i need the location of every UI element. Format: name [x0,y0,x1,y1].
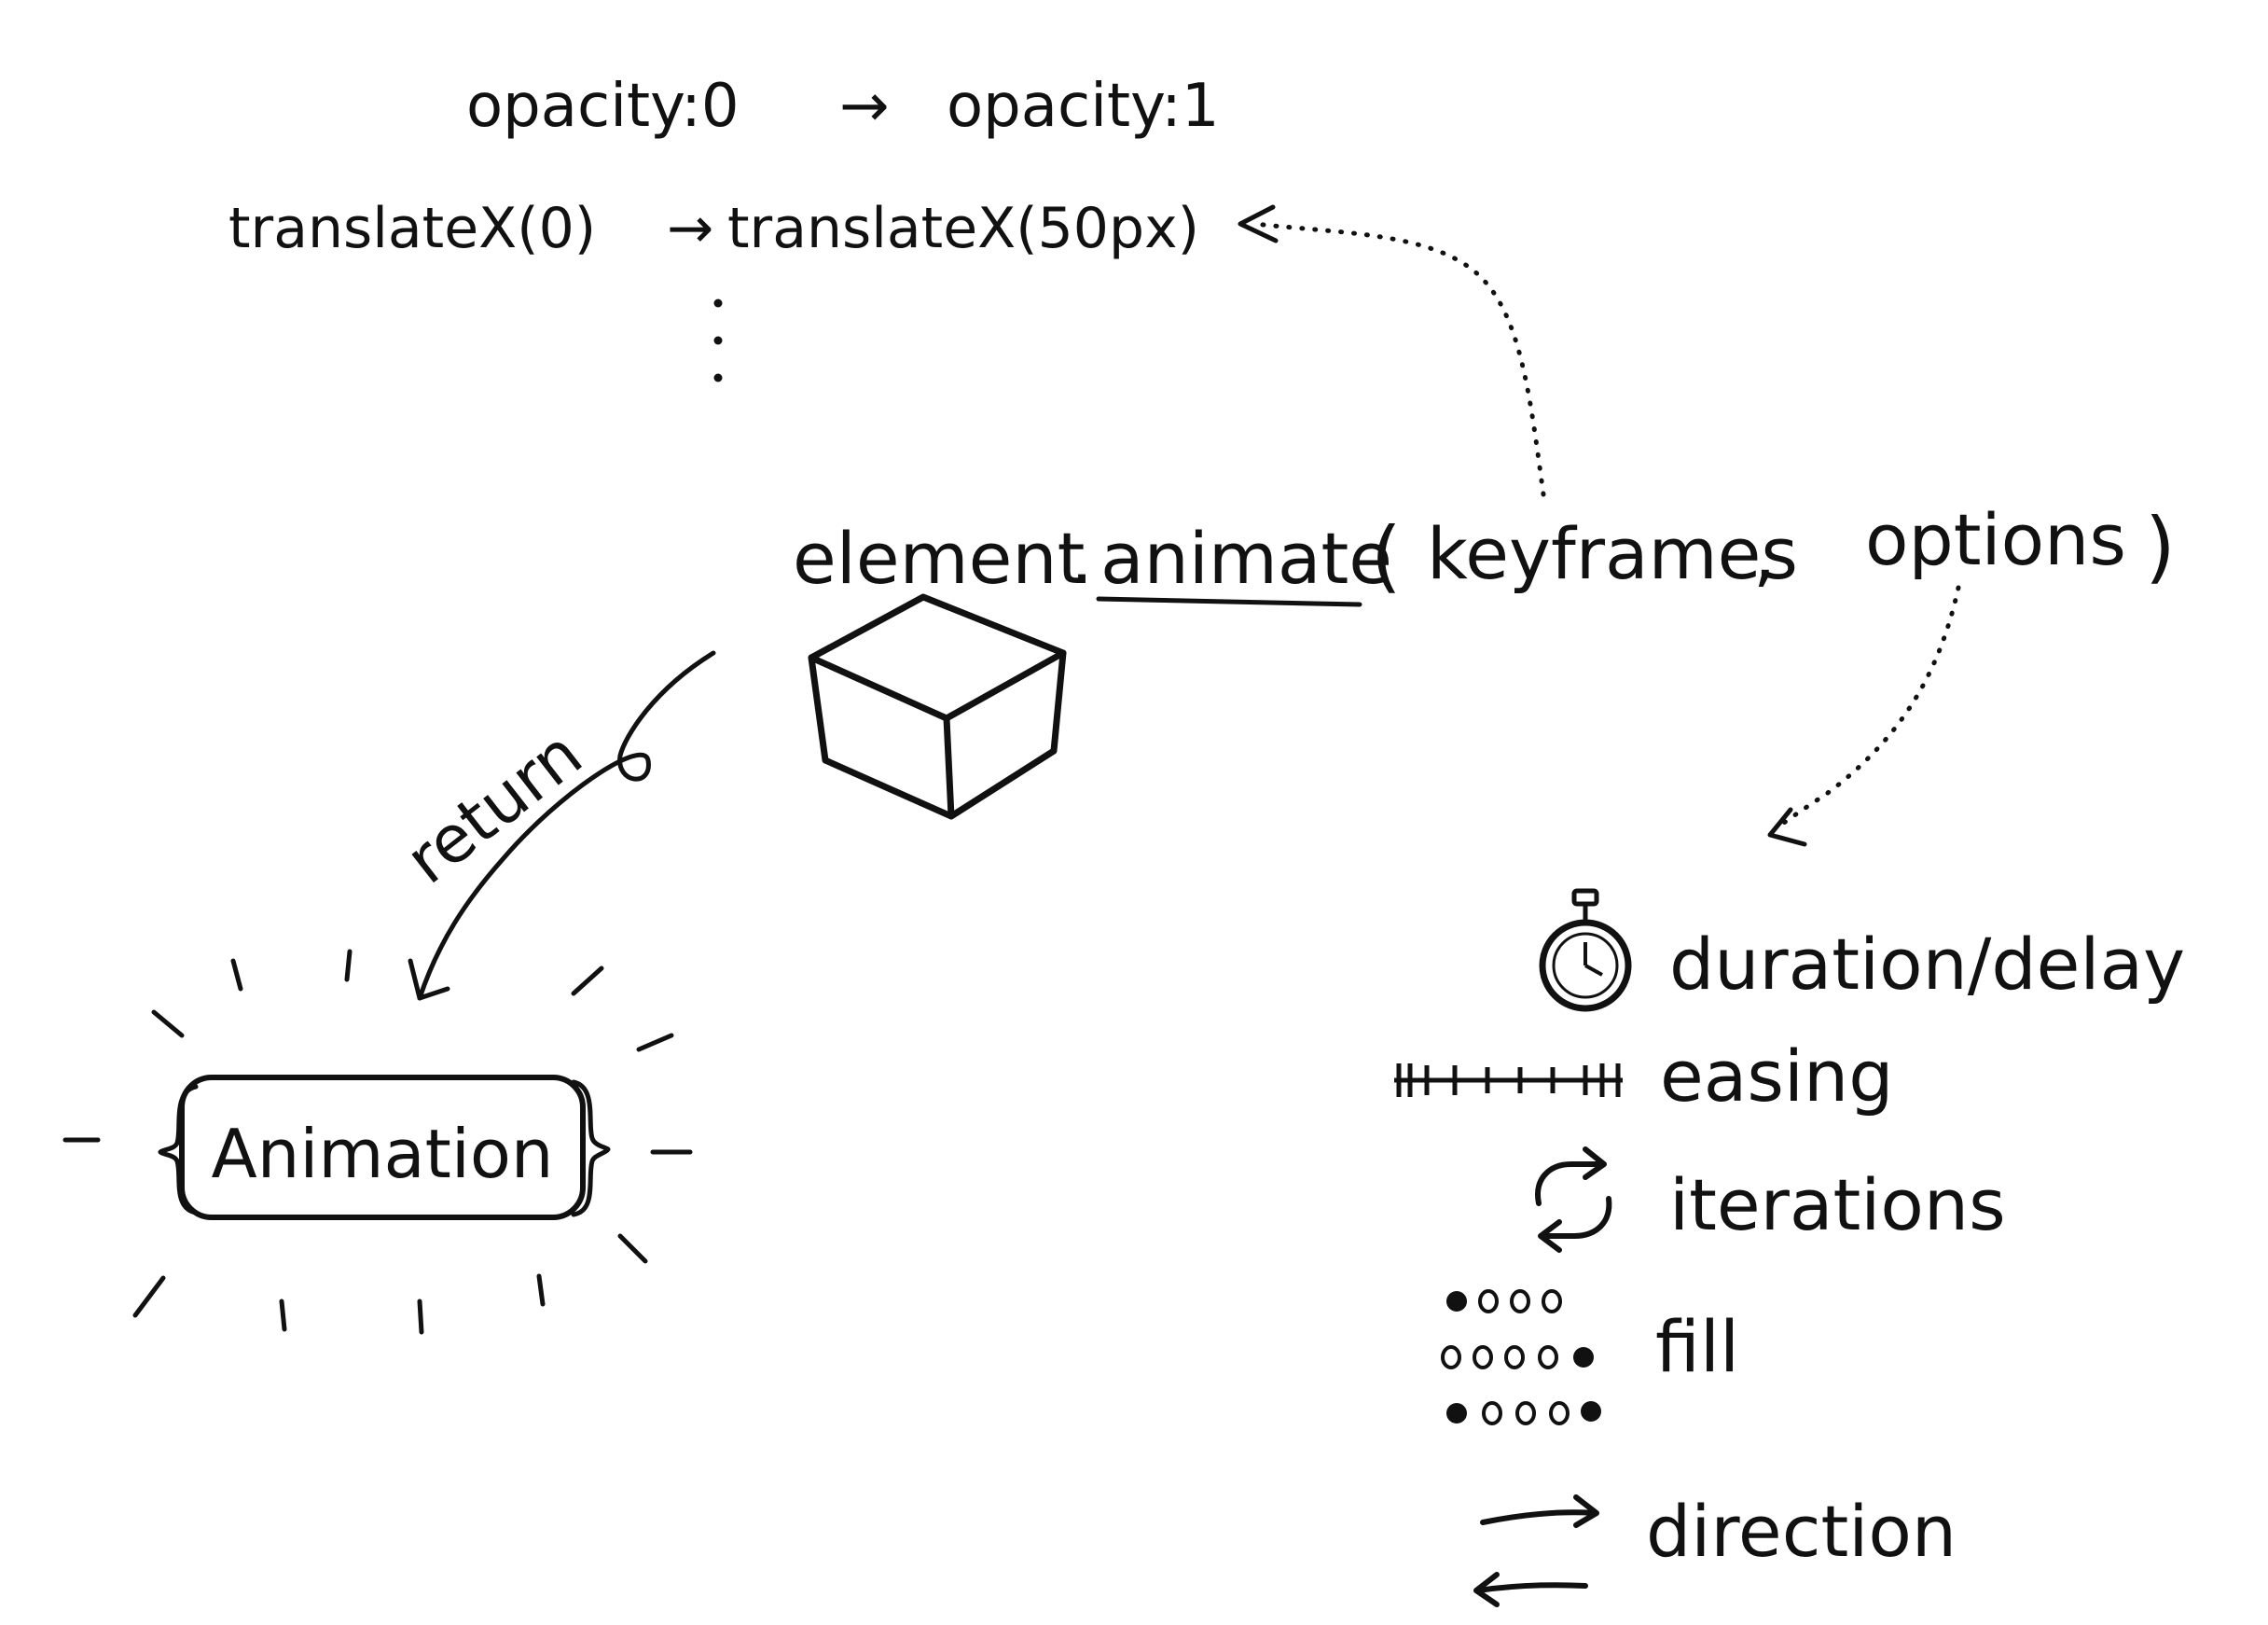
options-list: duration/delay easing iterations [1394,888,2185,1607]
keyframe-translate-arrow: → [667,196,713,261]
call-method: animate [1100,517,1392,600]
keyframes-group: opacity:0 → opacity:1 translateX(0) → tr… [228,72,1220,382]
option-label-fill: fill [1655,1305,1739,1388]
call-close-paren: ) [2145,501,2176,592]
call-object: element [793,517,1085,600]
easing-timeline-icon [1394,1063,1623,1097]
keyframe-translate-from: translateX(0) [228,196,596,261]
left-brace [158,1084,199,1215]
option-label-iterations: iterations [1669,1163,2006,1246]
method-underline [1096,596,1362,607]
return-arrow [408,650,716,1001]
call-arg-keyframes: keyframes [1427,512,1798,595]
option-label-direction: direction [1646,1490,1957,1573]
direction-arrows-icon [1473,1494,1599,1607]
animate-call: element . animate ( keyframes , options … [793,498,2176,607]
animation-result: Animation [62,949,693,1335]
keyframes-pointer-arrow [1238,204,1546,497]
keyframe-opacity-arrow: → [839,72,890,141]
call-dot: . [1071,517,1093,600]
keyframe-opacity-from: opacity:0 [466,72,740,141]
option-label-duration: duration/delay [1669,923,2185,1006]
right-brace [571,1079,611,1217]
burst-lines [62,949,693,1335]
keyframe-translate-to: translateX(50px) [727,196,1199,261]
continuation-dots [713,299,723,382]
repeat-icon [1535,1146,1612,1253]
element-cube-icon [808,593,1067,820]
call-arg-options: options [1865,498,2126,581]
animation-label: Animation [211,1115,553,1193]
options-pointer-arrow [1767,585,1961,847]
fill-dots-icon [1441,1289,1601,1425]
keyframe-opacity-to: opacity:1 [947,72,1220,141]
option-label-easing: easing [1660,1035,1893,1118]
animation-box [179,1075,586,1220]
call-comma: , [1753,512,1776,595]
stopwatch-icon [1539,888,1632,1012]
call-open-paren: ( [1371,510,1402,602]
